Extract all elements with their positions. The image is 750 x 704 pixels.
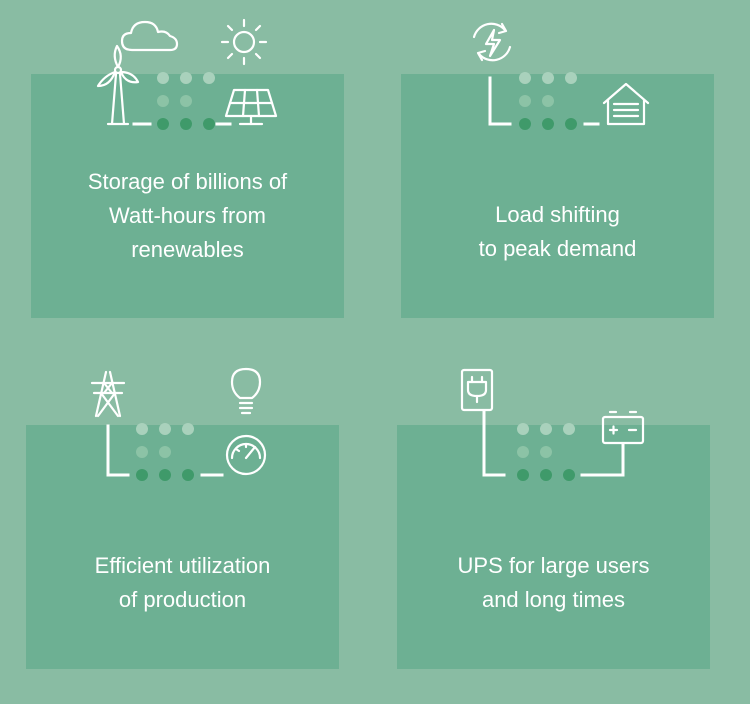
panel-load-shifting-line-2: to peak demand xyxy=(478,236,637,261)
panel-ups-line-1: UPS for large users xyxy=(457,553,650,578)
light-bulb-icon xyxy=(230,367,262,415)
panel-storage-text: Storage of billions of Watt-hours from r… xyxy=(31,165,344,267)
panel-storage: Storage of billions of Watt-hours from r… xyxy=(31,74,344,318)
panel-efficient-text: Efficient utilization of production xyxy=(26,549,339,617)
cloud-icon xyxy=(120,20,179,52)
plug-icon xyxy=(460,368,494,412)
panel-storage-line-1: Storage of billions of xyxy=(87,169,288,194)
solar-panel-icon xyxy=(224,88,278,126)
battery-icon xyxy=(601,410,645,445)
wind-turbine-icon xyxy=(96,44,140,126)
dot-grid xyxy=(157,72,215,130)
panel-efficient-line-2: of production xyxy=(118,587,247,612)
power-pylon-icon xyxy=(90,370,126,418)
panel-load-shifting-line-1: Load shifting xyxy=(495,202,620,227)
energy-cycle-icon xyxy=(472,22,512,62)
meter-gauge-icon xyxy=(225,434,267,476)
panel-storage-line-2: Watt-hours from xyxy=(109,203,266,228)
dot-grid xyxy=(136,423,194,481)
panel-efficient: Efficient utilization of production xyxy=(26,425,339,669)
sun-icon xyxy=(220,18,268,66)
panel-ups-text: UPS for large users and long times xyxy=(397,549,710,617)
connector-line xyxy=(482,410,506,477)
house-icon xyxy=(602,82,650,126)
panel-load-shifting: Load shifting to peak demand xyxy=(401,74,714,318)
connector-line xyxy=(488,76,512,126)
connector-line xyxy=(580,443,625,477)
panel-load-shifting-text: Load shifting to peak demand xyxy=(401,198,714,266)
panel-ups-line-2: and long times xyxy=(481,587,626,612)
panel-efficient-line-1: Efficient utilization xyxy=(94,553,271,578)
panel-ups: UPS for large users and long times xyxy=(397,425,710,669)
dot-grid xyxy=(517,423,575,481)
dot-grid xyxy=(519,72,577,130)
panel-storage-line-3: renewables xyxy=(131,237,244,262)
connector-line xyxy=(106,424,130,477)
